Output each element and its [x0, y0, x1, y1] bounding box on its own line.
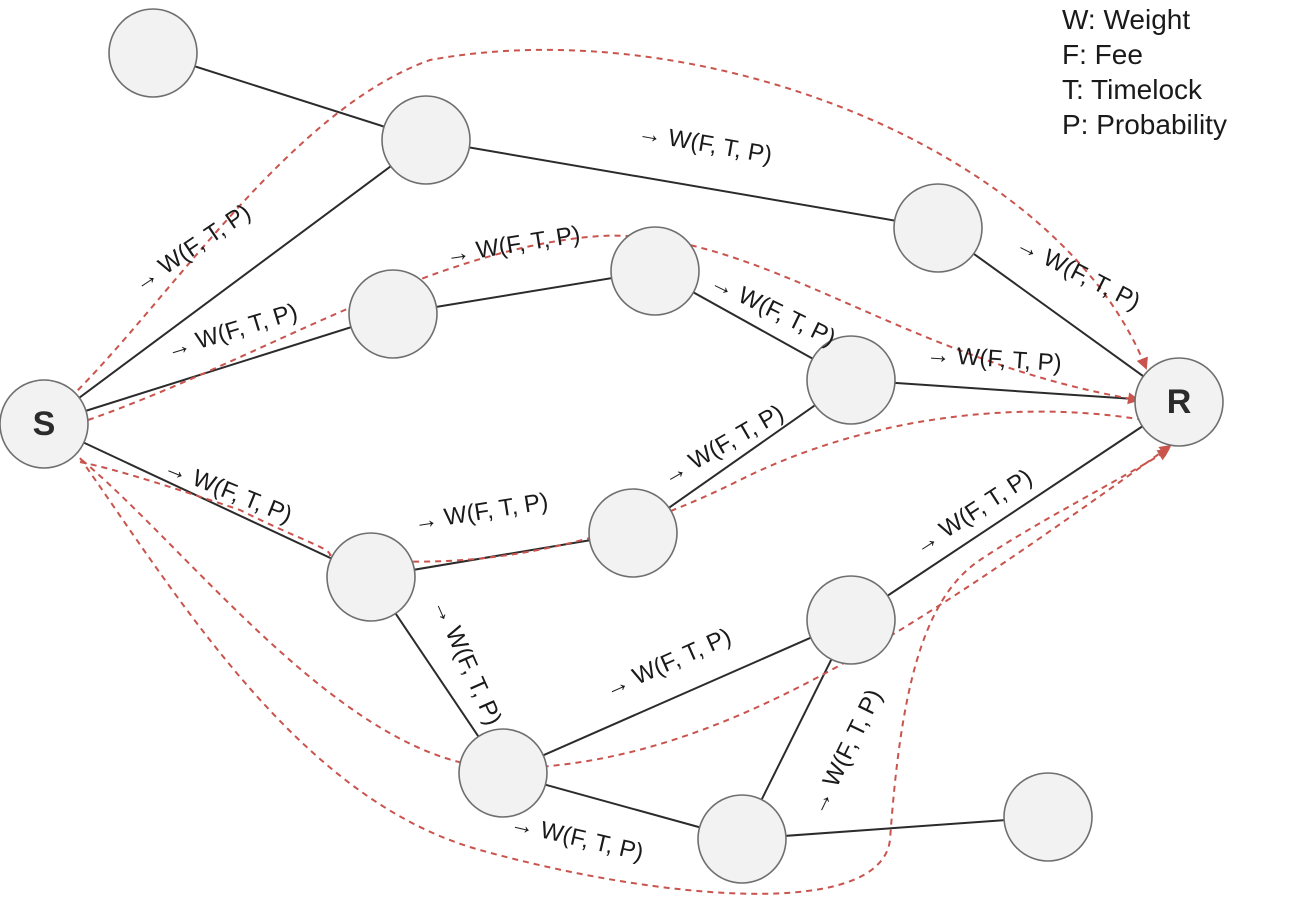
- route-middle: [79, 410, 1157, 563]
- node: [381, 95, 471, 185]
- network-edges: [43, 52, 1180, 840]
- node: [610, 226, 700, 316]
- legend-item-fee: F: Fee: [1062, 39, 1143, 70]
- node: [806, 575, 896, 665]
- node-top-left: [108, 8, 198, 98]
- node: [588, 488, 678, 578]
- sender-node: [0, 379, 89, 469]
- node: [458, 728, 548, 818]
- edge: [937, 227, 1180, 403]
- edge-label: → W(F, T, P): [658, 399, 789, 490]
- edge-label: → W(F, T, P): [444, 221, 582, 269]
- route-lower: [81, 444, 1172, 770]
- edge-label: → W(F, T, P): [909, 464, 1037, 560]
- node: [806, 335, 896, 425]
- sender-node-label: S: [33, 405, 56, 443]
- node: [326, 532, 416, 622]
- legend-item-timelock: T: Timelock: [1062, 74, 1203, 105]
- nodes: S R: [0, 8, 1224, 884]
- node: [697, 794, 787, 884]
- route-upper-middle: [87, 234, 1140, 421]
- edge-label: → W(F, T, P): [427, 595, 507, 730]
- receiver-node-label: R: [1167, 383, 1192, 421]
- edge-label: → W(F, T, P): [636, 119, 774, 169]
- legend-item-probability: P: Probability: [1062, 109, 1227, 140]
- payment-routes: [69, 48, 1172, 895]
- edge-label: → W(F, T, P): [163, 298, 301, 363]
- route-top: [69, 48, 1148, 399]
- edge-label: → W(F, T, P): [601, 623, 736, 703]
- edge-label: → W(F, T, P): [925, 341, 1062, 377]
- edge-label: → W(F, T, P): [1011, 230, 1144, 316]
- legend: W: Weight F: Fee T: Timelock P: Probabil…: [1062, 2, 1227, 142]
- node: [348, 269, 438, 359]
- legend-item-weight: W: Weight: [1062, 4, 1191, 35]
- edge: [425, 139, 939, 229]
- edge: [43, 139, 427, 425]
- node: [893, 183, 983, 273]
- edge-label: → W(F, T, P): [508, 810, 646, 867]
- edge: [850, 401, 1180, 621]
- edge-label: → W(F, T, P): [804, 685, 888, 819]
- edge: [43, 423, 372, 578]
- edge: [502, 619, 852, 774]
- edge: [152, 52, 427, 141]
- edge-label: → W(F, T, P): [128, 199, 255, 297]
- receiver-node: [1134, 357, 1224, 447]
- edge: [43, 313, 394, 425]
- edge: [850, 379, 1180, 403]
- edge-label: → W(F, T, P): [412, 488, 550, 536]
- node-bottom-right: [1003, 772, 1093, 862]
- edge: [741, 816, 1049, 840]
